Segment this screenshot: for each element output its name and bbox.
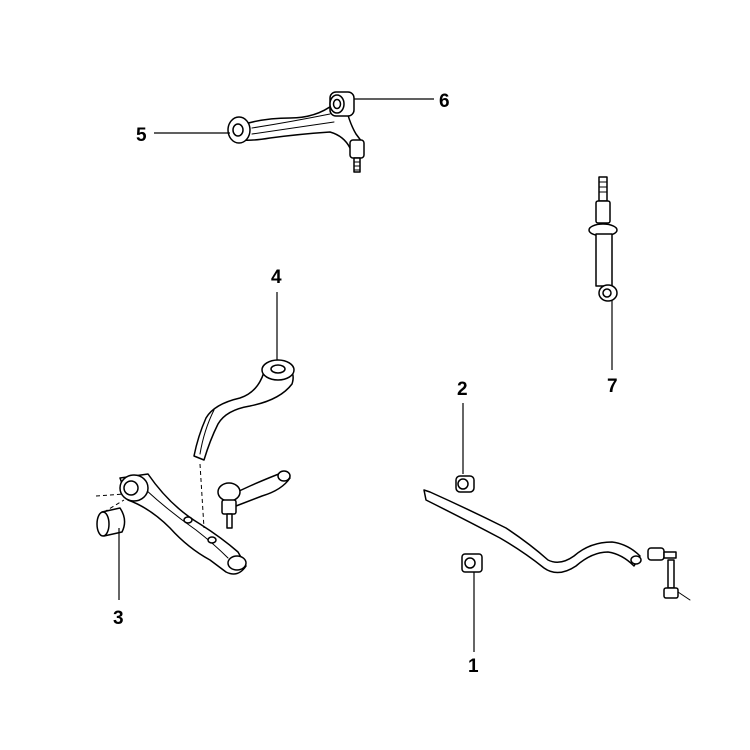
stabilizer-bar: [423, 489, 642, 574]
upper-arm-front-bushing: [227, 116, 251, 144]
callout-1: 1: [468, 656, 479, 677]
stabilizer-bushing-2: [455, 475, 475, 493]
upper-control-arm: [237, 103, 365, 173]
lower-control-arm: [119, 473, 247, 575]
callout-6: 6: [439, 91, 450, 112]
lower-arm-bushing: [96, 507, 126, 537]
shock-absorber: [588, 176, 618, 302]
assembly-line-4: [199, 463, 205, 529]
callout-5: 5: [136, 125, 147, 146]
callout-3: 3: [113, 608, 124, 629]
lower-rear-arm: [193, 359, 295, 461]
bushing-assembly-line: [95, 493, 125, 513]
callout-4: 4: [271, 267, 282, 288]
stabilizer-bushing-1: [461, 553, 483, 573]
callout-2: 2: [457, 379, 468, 400]
stabilizer-link: [647, 547, 691, 601]
upper-arm-rear-bushing: [329, 91, 355, 117]
callout-7: 7: [607, 376, 618, 397]
ball-joint: [217, 470, 291, 529]
